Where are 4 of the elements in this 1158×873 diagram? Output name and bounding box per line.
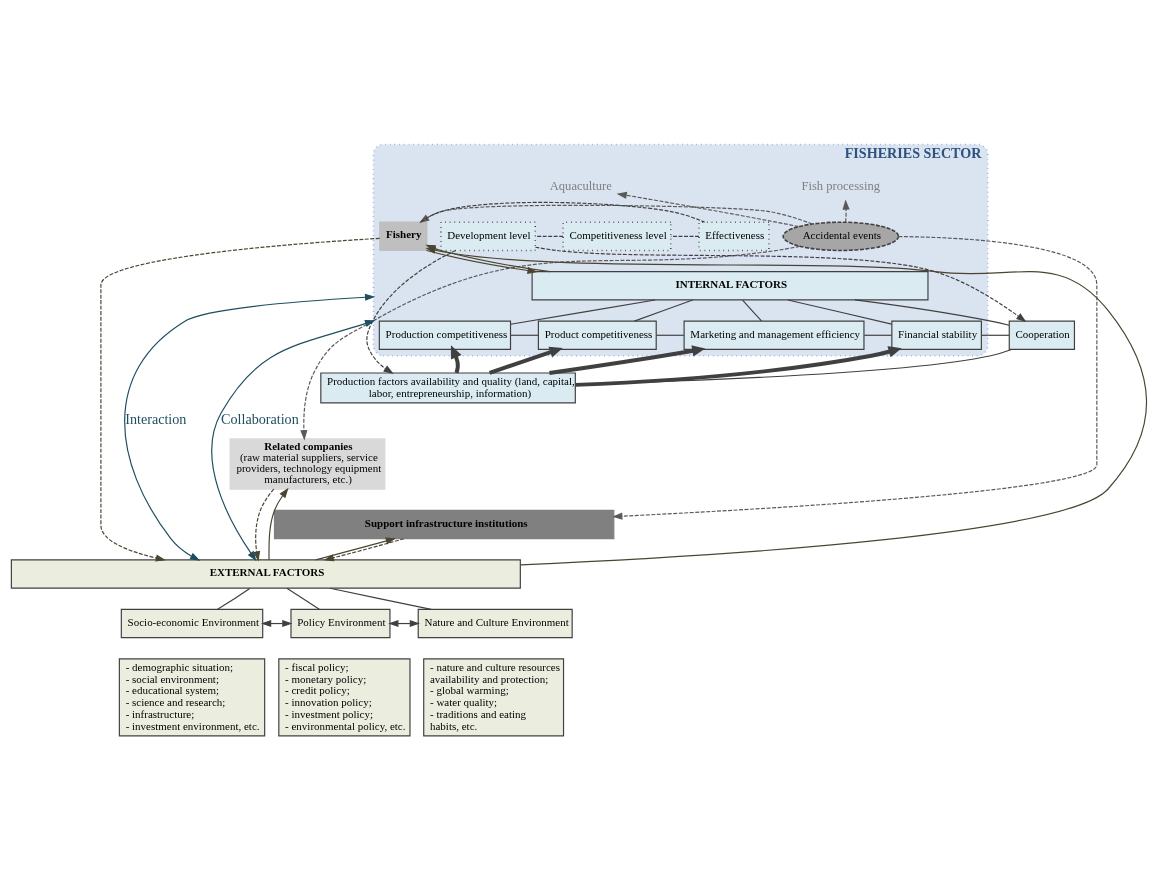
edge-label: Collaboration	[221, 410, 299, 427]
node-text: Fish processing	[801, 178, 880, 193]
node-text: Aquaculture	[549, 178, 612, 193]
edge-label: Interaction	[125, 410, 187, 427]
